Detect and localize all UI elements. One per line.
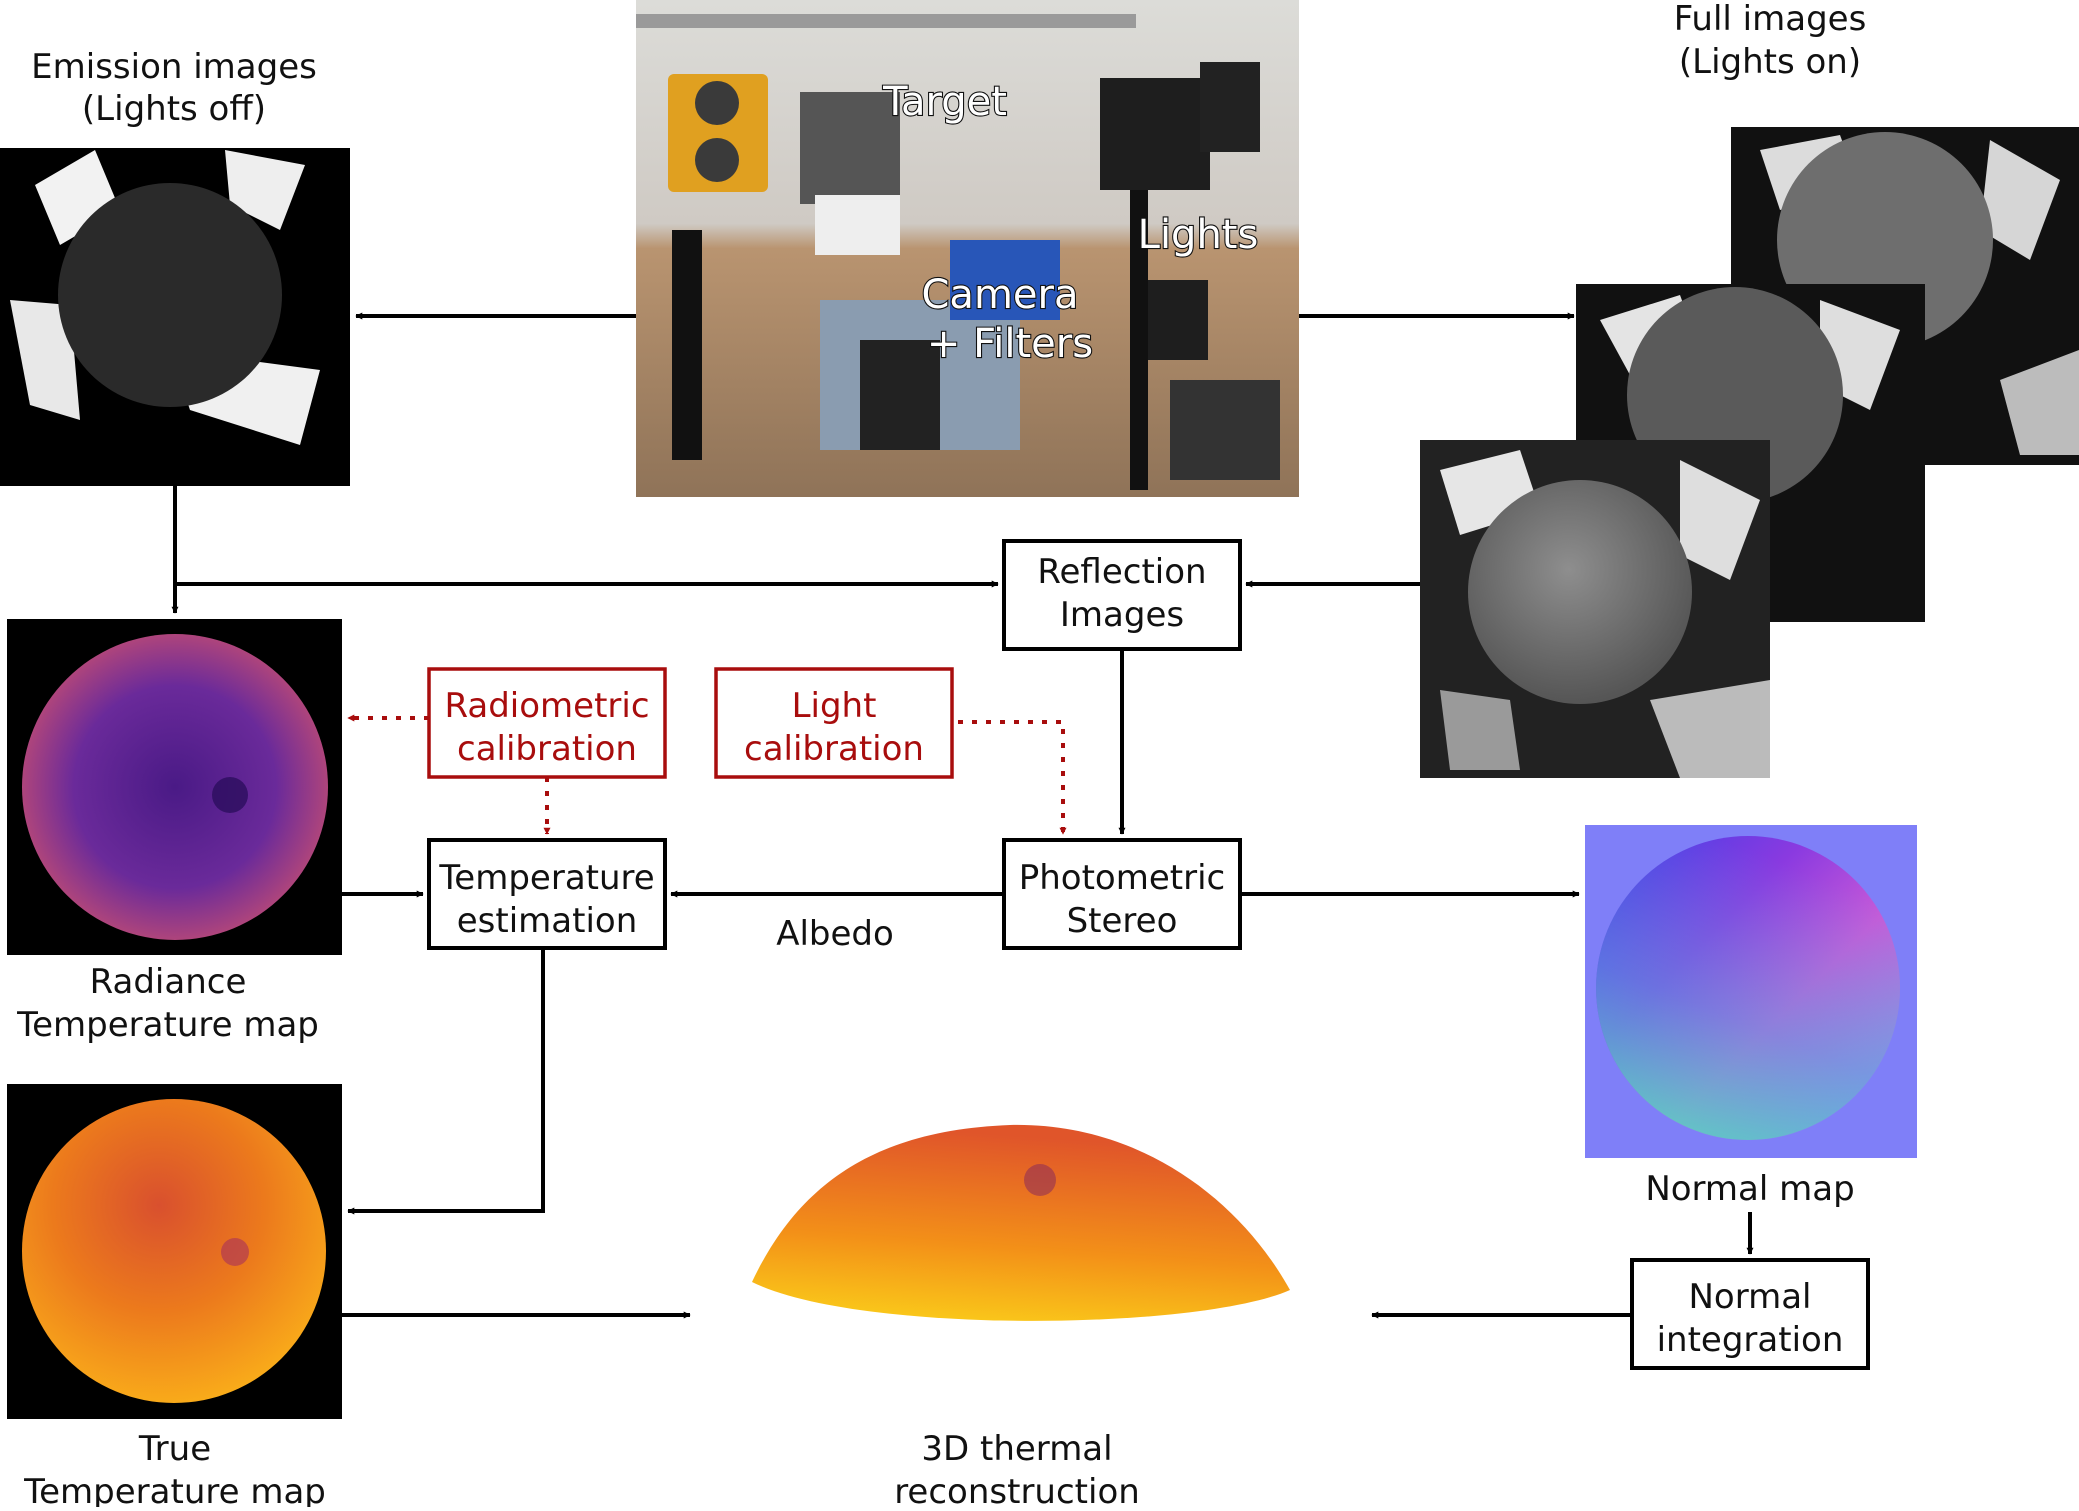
- radiometric-line2: calibration: [457, 729, 637, 769]
- radiance-temperature-map: [7, 619, 342, 955]
- normal-map-image: [1585, 825, 1917, 1158]
- thermal-reconstruction-image: [752, 1124, 1290, 1321]
- temperature-line1: Temperature: [438, 858, 654, 898]
- photometric-line2: Stereo: [1067, 901, 1178, 941]
- normal-map-label: Normal map: [1645, 1169, 1854, 1209]
- photo-label-lights: Lights: [1138, 212, 1259, 258]
- emission-title-line1: Emission images: [31, 47, 317, 87]
- light-cal-line1: Light: [792, 686, 877, 726]
- arrow-lightcal-to-photometric: [958, 720, 1067, 835]
- normal-integration-box: Normal integration: [1630, 1258, 1870, 1370]
- temperature-estimation-box: Temperature estimation: [427, 838, 667, 950]
- radiometric-line1: Radiometric: [444, 686, 649, 726]
- temperature-line2: estimation: [457, 901, 638, 941]
- full-image-front: [1420, 440, 1770, 778]
- albedo-label: Albedo: [776, 914, 894, 954]
- radiance-label-line2: Temperature map: [16, 1005, 319, 1045]
- full-images-title-line2: (Lights on): [1679, 42, 1861, 82]
- light-calibration-box: Light calibration: [714, 667, 954, 779]
- emission-image: [0, 148, 350, 486]
- photo-label-target: Target: [882, 79, 1007, 125]
- true-temperature-map: [7, 1084, 342, 1419]
- reflection-line2: Images: [1060, 595, 1184, 635]
- photo-label-filters: + Filters: [927, 321, 1093, 367]
- reconstruction-label-line1: 3D thermal: [921, 1429, 1112, 1469]
- reconstruction-label-line2: reconstruction: [894, 1472, 1140, 1507]
- normal-integration-line1: Normal: [1688, 1277, 1811, 1317]
- setup-photo: [636, 0, 1299, 497]
- normal-integration-line2: integration: [1657, 1320, 1844, 1360]
- photo-label-camera: Camera: [922, 272, 1079, 318]
- arrow-temperature-to-true: [347, 948, 545, 1215]
- arrows: [171, 312, 1754, 1319]
- true-label-line2: Temperature map: [23, 1472, 326, 1507]
- full-images-title-line1: Full images: [1674, 0, 1867, 39]
- reflection-line1: Reflection: [1037, 552, 1206, 592]
- radiance-label-line1: Radiance: [90, 962, 247, 1002]
- radiometric-calibration-box: Radiometric calibration: [427, 667, 667, 779]
- light-cal-line2: calibration: [744, 729, 924, 769]
- emission-title-line2: (Lights off): [82, 89, 266, 129]
- true-label-line1: True: [138, 1429, 211, 1469]
- reflection-images-box: Reflection Images: [1002, 539, 1242, 651]
- photometric-stereo-box: Photometric Stereo: [1002, 838, 1242, 950]
- photometric-line1: Photometric: [1019, 858, 1225, 898]
